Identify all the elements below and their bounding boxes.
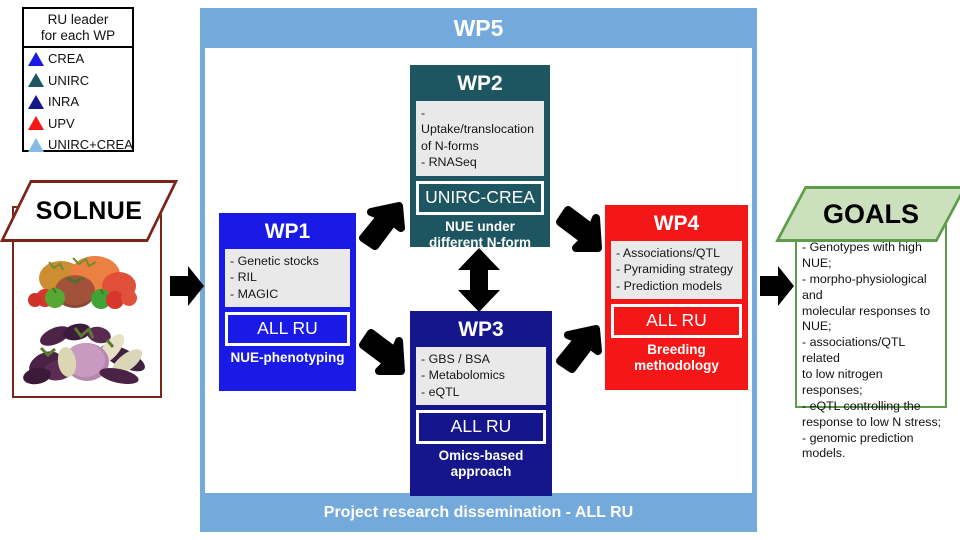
wp5-footer-label: Project research dissemination - ALL RU [200,493,757,532]
triangle-icon [28,94,44,109]
wp3-subtitle: Omics-based approach [416,448,546,482]
wp2-title: WP2 [457,72,503,95]
arrow-wp2-wp3-bidirectional [456,248,502,312]
tomatoes-peppers-photo [23,248,151,316]
wp3-bullet-1: - GBS / BSA [421,352,490,367]
wp3-title: WP3 [458,318,504,341]
arrow-wp3-to-wp4 [552,325,604,377]
wp2-subtitle-line2: different N-form [429,234,531,250]
goals-item-8: response to low N stress; [802,414,942,429]
wp1-title: WP1 [264,220,311,243]
legend-item-label: INRA [48,94,80,110]
wp5-container: WP5 Project research dissemination - ALL… [200,8,757,532]
triangle-icon [28,137,44,152]
triangle-icon [28,116,44,131]
goals-item-5: - associations/QTL related [802,335,905,366]
goals-item-6: to low nitrogen responses; [802,367,883,397]
wp4-title: WP4 [653,212,700,235]
goals-item-3: molecular responses to [802,303,931,318]
wp2-bullet-2: - RNASeq [421,155,477,170]
wp4-ru-badge: ALL RU [611,304,742,339]
goals-item-10: models. [802,446,846,461]
legend-item-upv: UPV [24,112,132,134]
wp3-bullet-2: - Metabolomics [421,368,506,383]
arrow-wp1-to-wp3 [355,325,407,377]
goals-item-7: - eQTL controlling the [802,398,921,413]
solnue-label: SOLNUE [35,196,143,225]
wp4-subtitle-line2: methodology [634,358,719,374]
legend-item-unirc-crea: UNIRC+CREA [24,134,133,156]
goals-item-1: - Genotypes with high NUE; [802,240,922,270]
legend-title: RU leader for each WP [24,9,132,48]
wp2-subtitle: NUE under different N-form [416,219,544,253]
legend-item-label: UPV [48,115,75,131]
wp3-subtitle-line2: approach [450,464,512,480]
arrow-wp2-to-wp4 [552,202,604,254]
goals-item-9: - genomic prediction [802,430,914,445]
arrow-wp4-to-goals [760,266,794,306]
goals-list: - Genotypes with high NUE; - morpho-phys… [799,240,947,462]
wp2-ru-badge: UNIRC-CREA [416,180,544,215]
legend-item-inra: INRA [24,91,132,113]
wp3-bullet-3: - eQTL [421,384,460,399]
wp4-bullet-1: - Associations/QTL [616,246,720,261]
wp3-subtitle-line1: Omics-based [438,448,524,464]
goals-item-2: - morpho-physiological and [802,271,927,302]
wp5-title: WP5 [200,8,757,48]
wp2-subtitle-line1: NUE under [445,218,515,234]
legend-item-label: UNIRC+CREA [48,137,133,153]
arrow-wp1-to-wp2 [355,202,407,254]
legend-item-label: CREA [48,51,85,67]
eggplants-photo [23,318,151,390]
wp1-subtitle: NUE-phenotyping [225,350,350,368]
wp3-ru-badge: ALL RU [416,410,546,445]
triangle-icon [28,73,44,88]
wp1-bullet-3: - MAGIC [230,286,279,301]
wp3-box[interactable]: WP3 - GBS / BSA - Metabolomics - eQTL AL… [410,311,552,496]
legend-panel: RU leader for each WP CREA UNIRC INRA UP… [22,7,134,152]
wp4-subtitle: Breeding methodology [611,342,742,376]
legend-title-line2: for each WP [40,27,116,43]
wp1-bullet-2: - RIL [230,270,257,285]
arrow-solnue-to-wp1 [170,266,204,306]
wp4-bullets: - Associations/QTL - Pyramiding strategy… [611,241,742,300]
triangle-icon [28,51,44,66]
wp4-bullet-2: - Pyramiding strategy [616,262,734,277]
wp2-box[interactable]: WP2 - Uptake/translocation of N-forms - … [410,65,550,250]
wp4-subtitle-line1: Breeding [647,342,706,358]
legend-item-crea: CREA [24,48,132,70]
legend-title-line1: RU leader [47,12,109,27]
legend-item-unirc: UNIRC [24,69,132,91]
wp4-bullet-3: - Prediction models [616,278,723,293]
goals-label: GOALS [822,198,919,229]
wp3-bullets: - GBS / BSA - Metabolomics - eQTL [416,347,546,406]
wp1-bullet-1: - Genetic stocks [230,254,319,269]
goals-item-4: NUE; [802,319,832,334]
goals-panel [795,213,947,408]
wp1-box[interactable]: WP1 - Genetic stocks - RIL - MAGIC ALL R… [219,213,356,391]
wp1-bullets: - Genetic stocks - RIL - MAGIC [225,249,350,308]
legend-item-label: UNIRC [48,72,90,88]
wp4-box[interactable]: WP4 - Associations/QTL - Pyramiding stra… [605,205,748,390]
wp2-bullet-1: - Uptake/translocation of N-forms [421,106,534,153]
wp1-subtitle-line1: NUE-phenotyping [230,350,345,366]
wp1-ru-badge: ALL RU [225,312,350,347]
wp2-bullets: - Uptake/translocation of N-forms - RNAS… [416,101,544,176]
